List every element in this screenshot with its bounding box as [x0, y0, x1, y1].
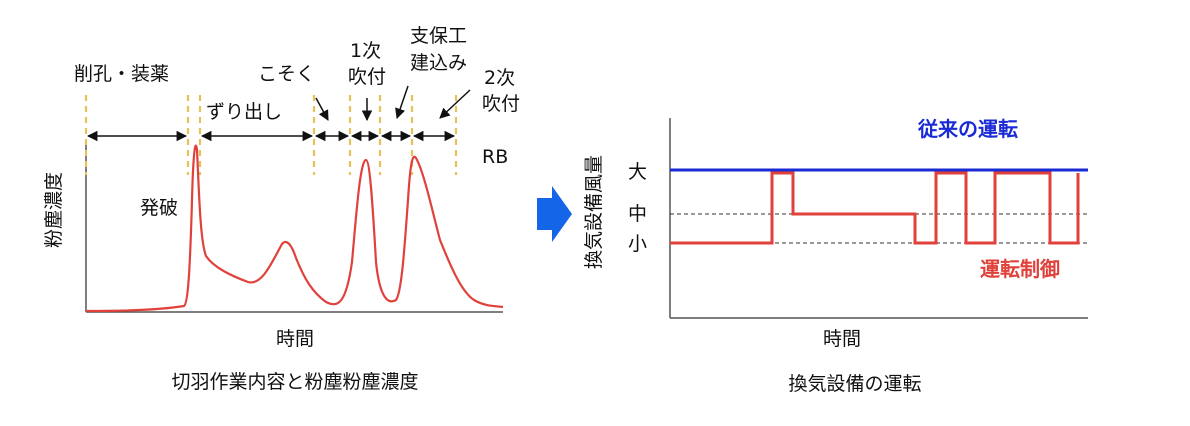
legend-control: 運転制御	[980, 257, 1060, 281]
dust-curve	[85, 144, 504, 313]
level-large: 大	[628, 161, 647, 183]
right-x-axis-label: 時間	[823, 328, 861, 350]
label-blast: 発破	[140, 197, 178, 219]
pointer-scaling	[315, 97, 329, 121]
right-arrow-icon	[537, 186, 572, 242]
label-support-1: 支保工	[410, 25, 467, 47]
ventilation-chart: 大 中 小 換気設備風量 従来の運転 運転制御 時間 換気設備の運転	[583, 117, 1088, 395]
left-caption: 切羽作業内容と粉塵粉塵濃度	[171, 371, 418, 393]
level-medium: 中	[628, 203, 647, 225]
label-mucking: ずり出し	[206, 101, 282, 123]
left-y-axis-label: 粉塵濃度	[43, 172, 65, 248]
pointer-spray2	[439, 89, 471, 119]
control-step-line	[670, 171, 1080, 245]
right-caption: 換気設備の運転	[788, 373, 921, 395]
label-support-2: 建込み	[410, 52, 467, 74]
right-y-axis-label: 換気設備風量	[583, 155, 605, 269]
legend-conventional: 従来の運転	[917, 117, 1018, 141]
phase-labels: 削孔・装薬 ずり出し こそく 1次 吹付 支保工 建込み 2次 吹付 RB	[74, 25, 520, 168]
label-scaling: こそく	[258, 63, 315, 85]
label-pointers	[315, 85, 471, 122]
dust-concentration-chart: 削孔・装薬 ずり出し こそく 1次 吹付 支保工 建込み 2次 吹付 RB 発破…	[43, 25, 520, 393]
label-second-spray-2: 吹付	[482, 93, 520, 115]
label-first-spray-2: 吹付	[348, 66, 386, 88]
label-second-spray-1: 2次	[484, 67, 515, 89]
label-first-spray-1: 1次	[350, 40, 381, 62]
label-drilling-charging: 削孔・装薬	[74, 63, 169, 85]
label-rb: RB	[482, 146, 508, 168]
left-x-axis-label: 時間	[276, 328, 314, 350]
pointer-support	[395, 85, 409, 119]
level-small: 小	[628, 233, 647, 255]
